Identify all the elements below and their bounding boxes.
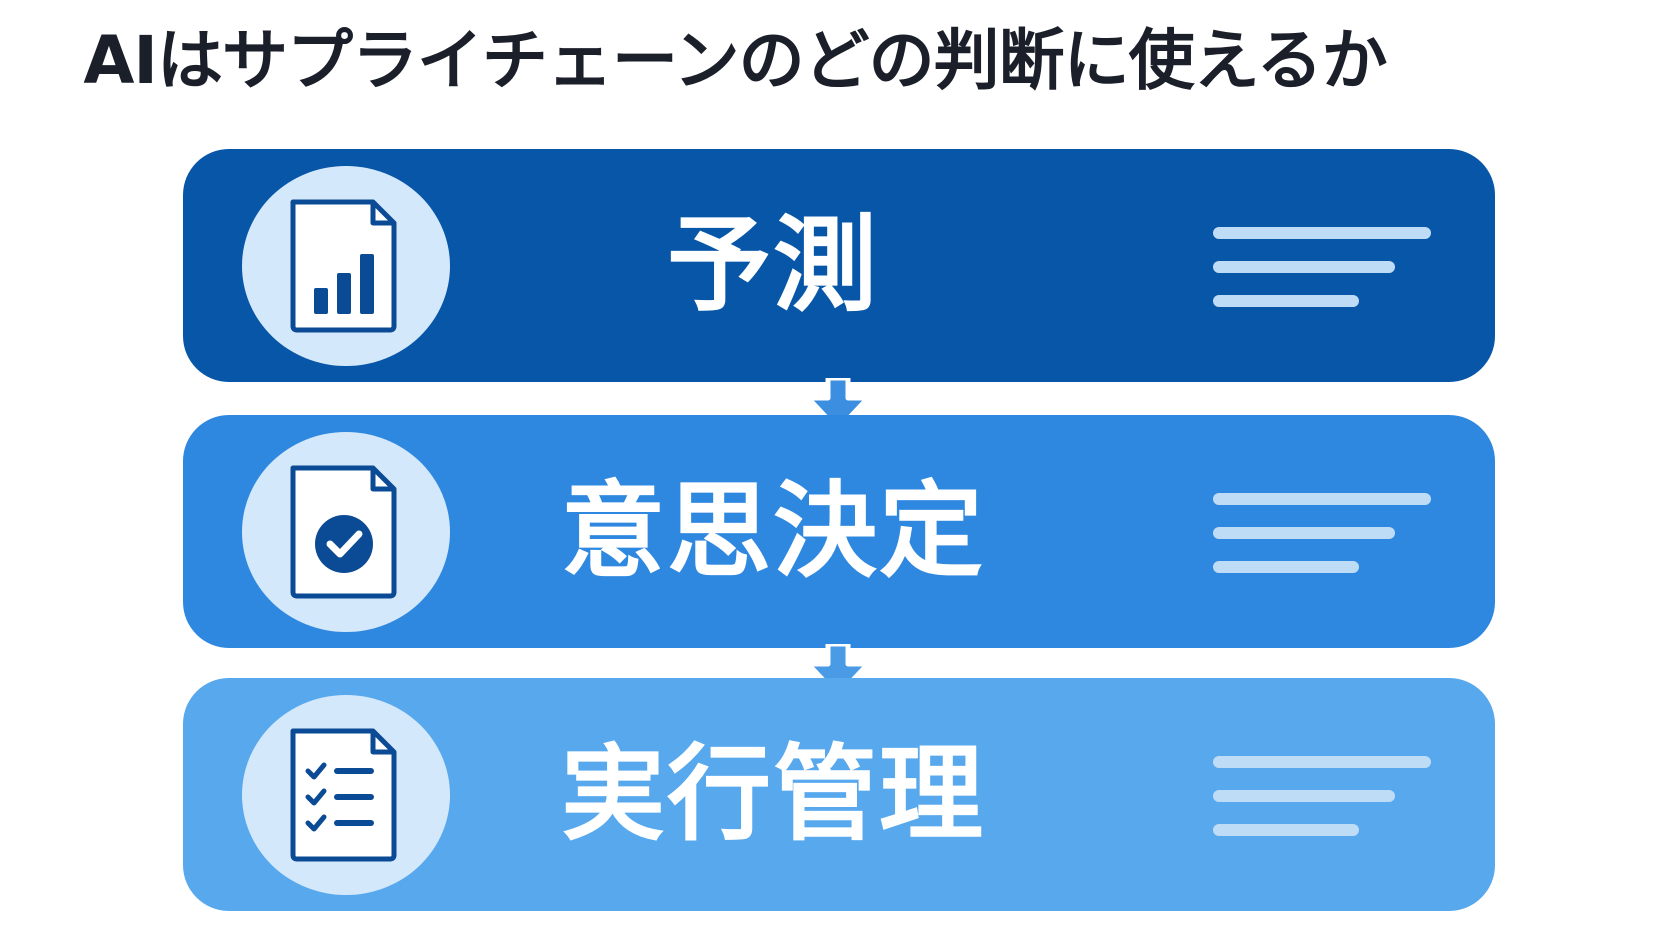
decorative-lines <box>1213 227 1435 307</box>
page-title: AIはサプライチェーンのどの判断に使えるか <box>83 22 1387 99</box>
decorative-line <box>1213 295 1359 307</box>
down-arrow-icon <box>805 378 871 433</box>
document-checklist-icon <box>242 695 450 895</box>
stage-forecast: 予測 <box>183 149 1495 382</box>
decorative-line <box>1213 261 1395 273</box>
decorative-line <box>1213 527 1395 539</box>
stage-decision: 意思決定 <box>183 415 1495 648</box>
document-bar-chart-icon <box>242 166 450 366</box>
stage-label: 意思決定 <box>560 470 985 592</box>
document-check-icon <box>242 432 450 632</box>
decorative-line <box>1213 493 1431 505</box>
stage-label: 予測 <box>666 204 879 326</box>
decorative-line <box>1213 756 1431 768</box>
decorative-lines <box>1213 756 1435 836</box>
decorative-line <box>1213 227 1431 239</box>
decorative-line <box>1213 790 1395 802</box>
decorative-line <box>1213 824 1359 836</box>
stage-label: 実行管理 <box>560 733 985 855</box>
stage-execution: 実行管理 <box>183 678 1495 911</box>
decorative-line <box>1213 561 1359 573</box>
decorative-lines <box>1213 493 1435 573</box>
